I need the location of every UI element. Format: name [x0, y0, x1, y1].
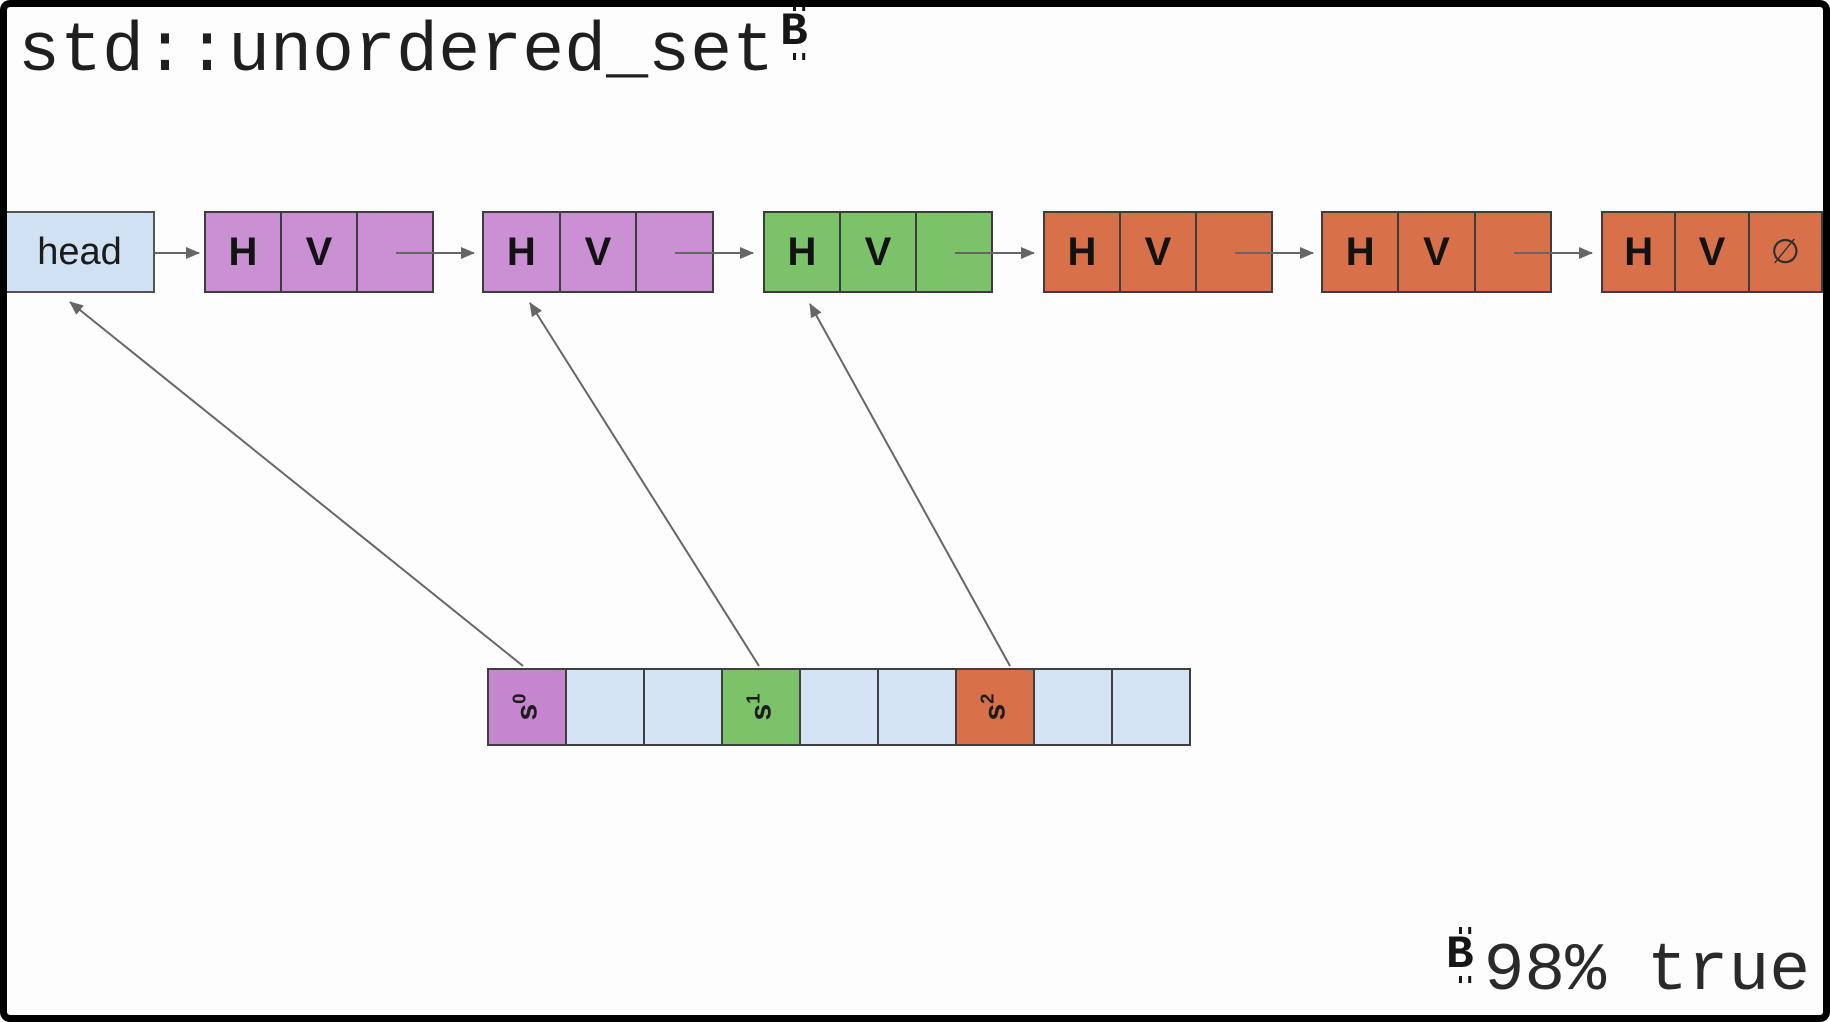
bucket-0: s0	[487, 668, 567, 746]
bucket-4	[799, 668, 879, 746]
arrow-bucket6-to-node3	[809, 303, 1011, 667]
node5-value-cell: V	[1399, 213, 1476, 291]
head-label: head	[37, 230, 122, 273]
bucket-8	[1111, 668, 1191, 746]
list-node-4: H V	[1043, 211, 1273, 293]
arrow-bucket3-to-node2	[529, 302, 760, 667]
watermark-text: 98% true	[1483, 933, 1811, 1010]
bucket-array: s0 s1 s2	[487, 668, 1191, 746]
node2-value-cell: V	[561, 213, 638, 291]
node3-value-cell: V	[841, 213, 917, 291]
node6-hash-cell: H	[1603, 213, 1677, 291]
node6-value-cell: V	[1676, 213, 1750, 291]
node4-value-cell: V	[1121, 213, 1197, 291]
list-node-6: H V ∅	[1601, 211, 1823, 293]
node1-value-cell: V	[282, 213, 358, 291]
list-node-3: H V	[763, 211, 993, 293]
bucket-7	[1033, 668, 1113, 746]
null-symbol: ∅	[1770, 232, 1801, 272]
bitcoin-icon: B	[780, 4, 808, 60]
node5-hash-cell: H	[1323, 213, 1400, 291]
node3-hash-cell: H	[765, 213, 841, 291]
bucket-3: s1	[721, 668, 801, 746]
bucket-2	[643, 668, 723, 746]
bitcoin-icon: B	[1446, 927, 1474, 983]
bucket-6: s2	[955, 668, 1035, 746]
node2-hash-cell: H	[484, 213, 561, 291]
head-pointer-box: head	[4, 211, 155, 293]
list-node-5: H V	[1321, 211, 1552, 293]
node1-hash-cell: H	[206, 213, 282, 291]
arrow-bucket0-to-head	[69, 301, 524, 667]
node4-hash-cell: H	[1045, 213, 1121, 291]
title-text: std::unordered_set	[18, 13, 775, 92]
node6-null-cell: ∅	[1750, 213, 1821, 291]
list-node-1: H V	[204, 211, 434, 293]
